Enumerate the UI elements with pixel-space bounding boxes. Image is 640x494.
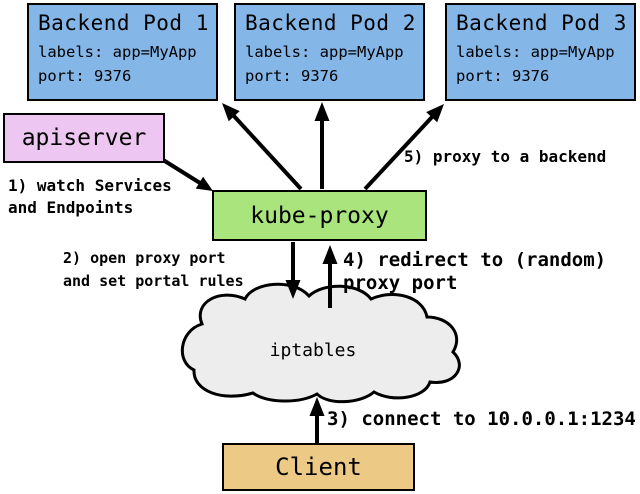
kube-proxy-box: kube-proxy (212, 190, 427, 241)
backend-pod-3-title: Backend Pod 3 (456, 11, 627, 35)
step2-open-proxy-port-note: 2) open proxy port and set portal rules (63, 249, 244, 290)
arrow-kubeproxy-to-pod2 (314, 102, 330, 189)
apiserver-label: apiserver (21, 125, 147, 151)
backend-pod-2-labels: labels: app=MyApp (245, 43, 404, 61)
iptables-label: iptables (269, 340, 357, 361)
step3-connect-note: 3) connect to 10.0.0.1:1234 (327, 408, 636, 430)
backend-pod-3-labels: labels: app=MyApp (456, 43, 615, 61)
step1-watch-services-note: 1) watch Services and Endpoints (8, 176, 172, 217)
arrow-kubeproxy-to-pod1 (222, 103, 303, 191)
arrow-iptables-to-kubeproxy (322, 245, 338, 308)
step4-redirect-note: 4) redirect to (random) proxy port (343, 249, 607, 294)
backend-pod-3-port: port: 9376 (456, 67, 550, 85)
backend-pod-2-port: port: 9376 (245, 67, 339, 85)
backend-pod-1-title: Backend Pod 1 (38, 11, 209, 35)
backend-pod-1-port: port: 9376 (38, 67, 132, 85)
arrow-kubeproxy-to-pod3 (363, 104, 444, 191)
backend-pod-2-title: Backend Pod 2 (245, 11, 416, 35)
backend-pod-2-box: Backend Pod 2 labels: app=MyApp port: 93… (234, 3, 425, 101)
iptables-cloud-shape (180, 282, 461, 404)
backend-pod-1-box: Backend Pod 1 labels: app=MyApp port: 93… (27, 3, 218, 101)
arrow-kubeproxy-to-iptables (285, 242, 301, 299)
client-box: Client (222, 443, 415, 491)
arrow-apiserver-to-kubeproxy (158, 156, 213, 191)
arrow-client-to-iptables (309, 397, 325, 443)
kube-proxy-label: kube-proxy (250, 202, 389, 229)
step5-proxy-backend-note: 5) proxy to a backend (404, 147, 607, 166)
backend-pod-3-box: Backend Pod 3 labels: app=MyApp port: 93… (445, 3, 636, 101)
backend-pod-1-labels: labels: app=MyApp (38, 43, 197, 61)
apiserver-box: apiserver (3, 113, 165, 163)
client-label: Client (275, 453, 362, 481)
